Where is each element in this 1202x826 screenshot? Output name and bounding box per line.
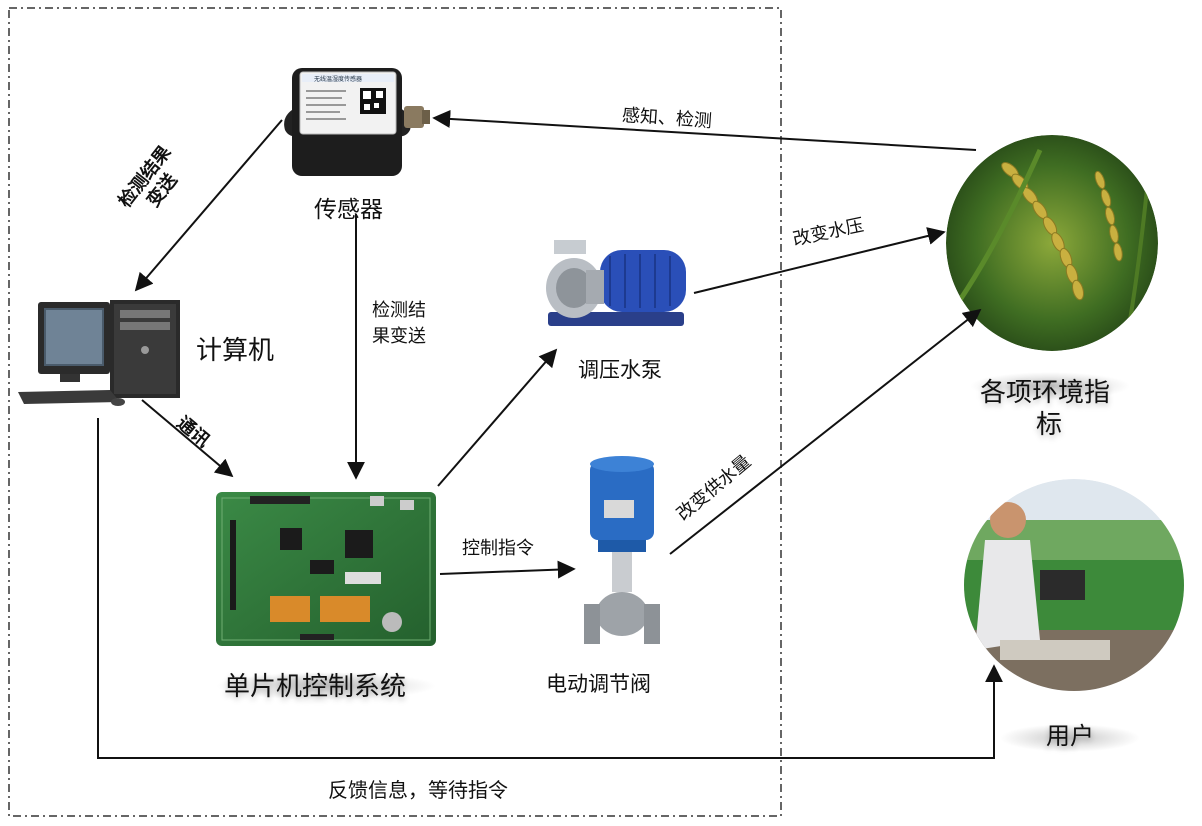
rice-field-image (946, 135, 1158, 351)
edge-mcu-to-pump (437, 348, 558, 487)
valve-label: 电动调节阀 (546, 672, 651, 696)
edge-valve-to-env (669, 308, 982, 555)
user-photo-image (964, 479, 1184, 691)
sensor-panel-text: 无线温湿度传感器 (314, 75, 362, 83)
edge-label-feedback: 反馈信息，等待指令 (328, 778, 508, 802)
edge-label-detect-send-2-line1: 检测结 (372, 300, 426, 321)
user-label: 用户 (1046, 722, 1094, 750)
edge-computer-to-mcu (141, 399, 234, 478)
sensor-device-icon: 无线温湿度传感器 (284, 68, 430, 176)
mcu-label: 单片机控制系统 (224, 672, 407, 702)
pump-icon (546, 240, 686, 326)
system-boundary (8, 7, 782, 817)
edge-env-to-sensor (432, 109, 977, 151)
edge-pump-to-env (693, 227, 946, 294)
edge-mcu-to-valve (439, 560, 576, 579)
pump-label: 调压水泵 (578, 358, 662, 382)
valve-icon (584, 456, 660, 644)
edge-label-control-cmd: 控制指令 (462, 538, 534, 559)
mcu-board-icon (216, 492, 436, 646)
edge-label-detect-send-2: 检测结 果变送 (372, 298, 426, 350)
computer-icon (18, 300, 180, 406)
computer-label: 计算机 (196, 336, 275, 366)
edge-sensor-to-computer (134, 119, 283, 292)
edge-label-detect-send-2-line2: 果变送 (372, 326, 426, 347)
env-label-line2: 标 (1036, 410, 1063, 440)
env-label-line1: 各项环境指 (980, 378, 1111, 408)
sensor-label: 传感器 (314, 197, 383, 223)
edge-computer-to-user-feedback (97, 418, 1003, 759)
